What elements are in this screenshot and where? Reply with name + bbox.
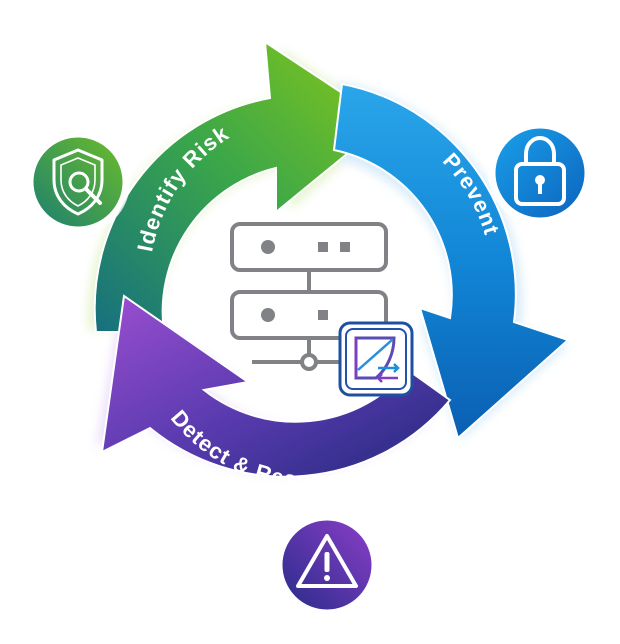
shield-search-icon: [26, 130, 130, 234]
padlock-icon: [488, 121, 592, 225]
server-stack-icon: [230, 222, 388, 371]
detect-respond-arrow: [100, 294, 452, 478]
identify-risk-arrow: [93, 40, 388, 333]
prevent-arrow: [332, 82, 570, 440]
warning-triangle-icon: [275, 513, 379, 617]
firewall-sync-icon: [338, 321, 414, 397]
